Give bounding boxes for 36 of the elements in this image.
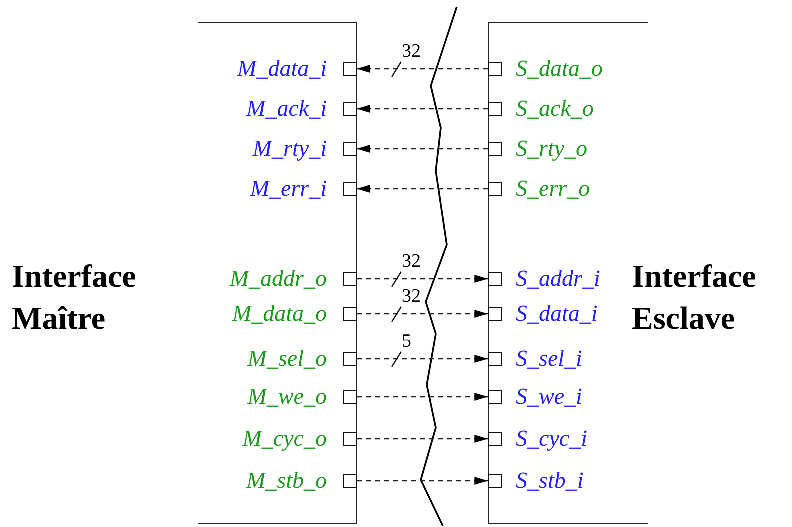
signal-arrow: [357, 355, 488, 363]
port-signal: M_err_i: [250, 176, 357, 202]
signal-arrow: [357, 185, 488, 193]
port-signal: S_we_i: [488, 384, 582, 410]
port-signal: S_stb_i: [488, 468, 584, 494]
port-signal: M_ack_i: [246, 96, 357, 122]
edge-label: 32: [401, 252, 422, 272]
port-signal: M_stb_o: [246, 468, 357, 494]
port-signal: M_data_o: [232, 301, 357, 327]
signal-arrow: [357, 275, 488, 283]
port-signal: M_data_i: [238, 56, 357, 82]
port-signal: S_rty_o: [488, 136, 588, 162]
port-signal: M_rty_i: [252, 136, 357, 162]
port-signal: S_sel_i: [488, 346, 582, 372]
signal-arrow: [357, 393, 488, 401]
signal-arrow: [357, 105, 488, 113]
edge-label: 32: [401, 287, 422, 307]
port-signal: S_data_o: [488, 56, 603, 82]
signal-arrow: [357, 65, 488, 73]
port-signal: S_cyc_i: [488, 426, 588, 452]
port-signal: S_ack_o: [488, 96, 594, 122]
signal-arrow: [357, 145, 488, 153]
signal-arrow: [357, 435, 488, 443]
port-signal: M_we_o: [248, 384, 357, 410]
port-signal: M_addr_o: [230, 266, 357, 292]
port-signal: S_addr_i: [488, 266, 600, 292]
signal-arrow: [357, 477, 488, 485]
signal-arrow: [357, 310, 488, 318]
edge-label: 32: [401, 42, 422, 62]
port-signal: M_sel_o: [248, 346, 357, 372]
port-signal: S_data_i: [488, 301, 598, 327]
interface-heading: Interface Maître: [12, 257, 138, 338]
port-signal: S_err_o: [488, 176, 590, 202]
port-signal: M_cyc_o: [242, 426, 357, 452]
edge-label: 5: [401, 332, 412, 352]
interface-heading: Interface Esclave: [632, 257, 758, 338]
